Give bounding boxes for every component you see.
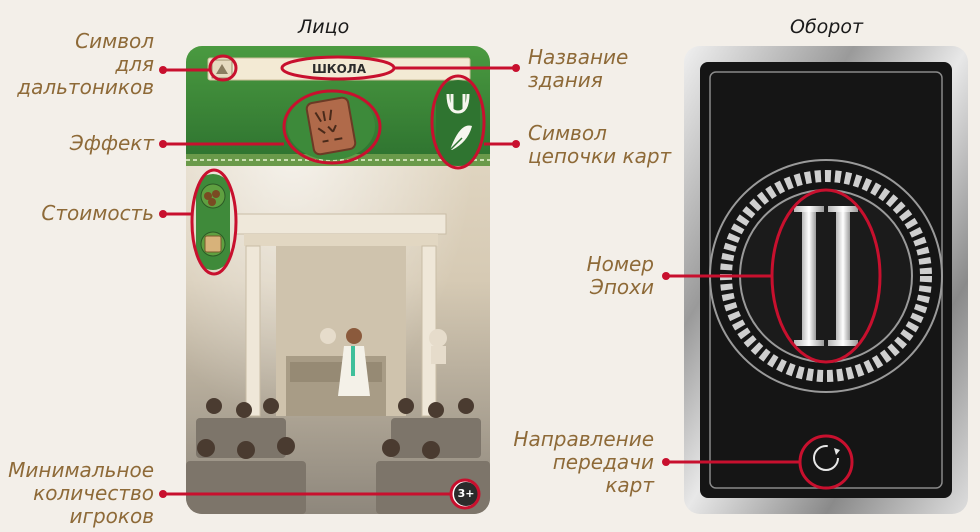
building-name-outline — [280, 55, 396, 81]
pass-direction-outline — [798, 434, 854, 490]
label-colorblind-symbol: Символ для дальтоников — [17, 29, 154, 99]
effect-outline — [282, 89, 382, 165]
back-card-art — [684, 46, 968, 514]
front-card: ШКОЛА 3+ — [186, 46, 490, 514]
label-effect: Эффект — [69, 131, 154, 155]
back-card — [684, 46, 968, 514]
label-building-name: Название здания — [528, 45, 629, 92]
front-card-art — [186, 46, 490, 514]
label-cost: Стоимость — [41, 201, 154, 225]
building-name: ШКОЛА — [311, 62, 367, 76]
label-age-number: Номер Эпохи — [586, 252, 654, 299]
label-min-players: Минимальное количество игроков — [8, 458, 154, 528]
player-count-badge: 3+ — [457, 487, 475, 500]
colorblind-symbol-outline — [208, 54, 238, 82]
player-count-outline — [449, 478, 481, 510]
label-chain-symbol: Символ цепочки карт — [528, 121, 672, 168]
front-heading: Лицо — [298, 16, 350, 38]
label-pass-direction: Направление передачи карт — [513, 427, 654, 497]
age-number-outline — [770, 188, 882, 364]
back-heading: Оборот — [790, 16, 864, 38]
cost-outline — [190, 168, 238, 276]
chain-symbol-outline — [430, 74, 486, 170]
